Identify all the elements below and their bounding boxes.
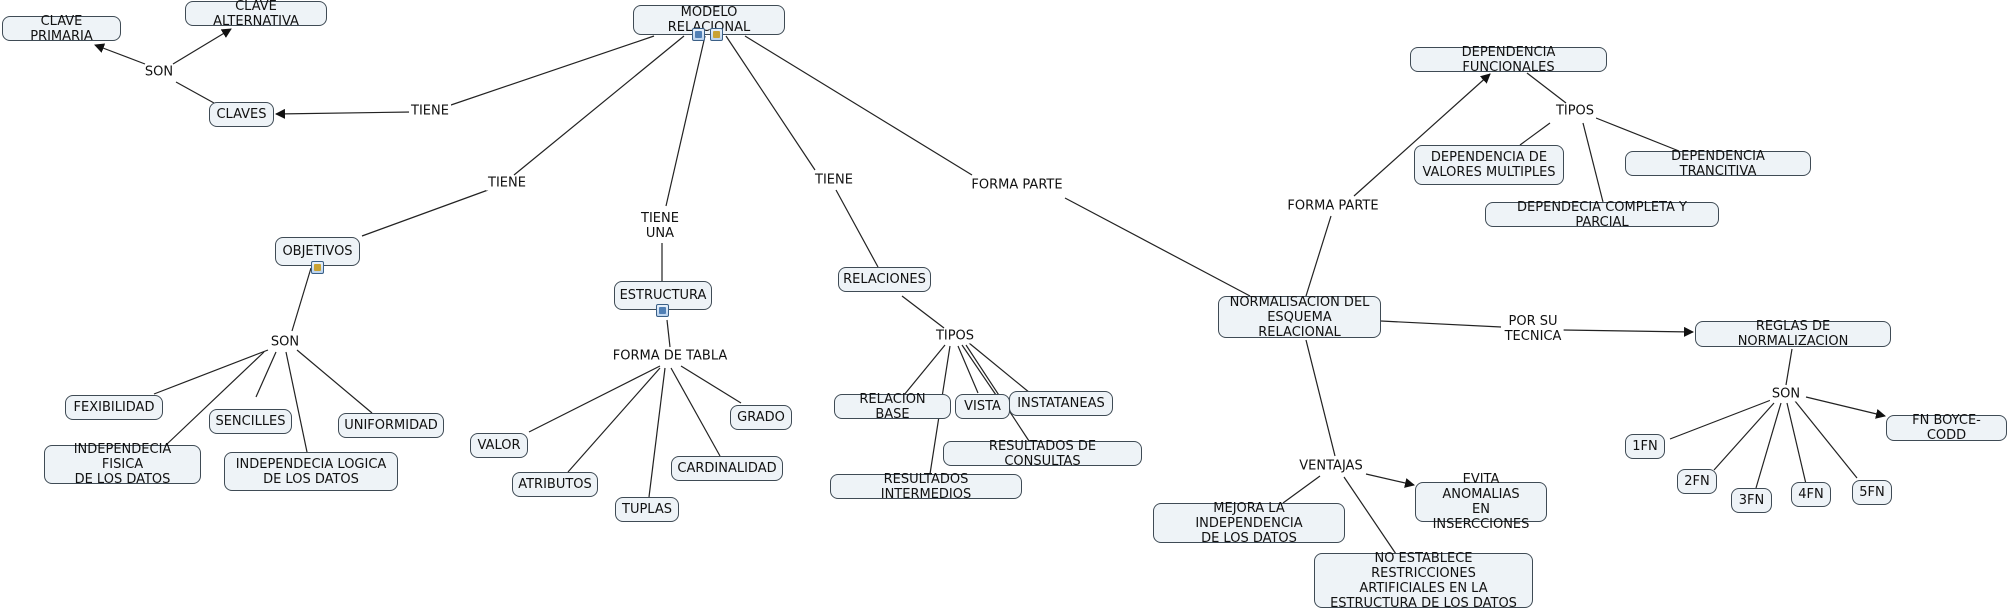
node-normalisacion[interactable]: NORMALISACION DEL ESQUEMA RELACIONAL xyxy=(1218,294,1381,340)
link-label-tipos-dependencia: TIPOS xyxy=(1553,103,1597,119)
link-label-por-su-tecnica: POR SU TECNICA xyxy=(1502,314,1564,344)
node-tuplas-label: TUPLAS xyxy=(622,502,672,517)
image-resource-icon[interactable] xyxy=(656,304,669,317)
node-resultados-consultas-label: RESULTADOS DE CONSULTAS xyxy=(988,438,1097,469)
node-resultados-intermedios[interactable]: RESULTADOS INTERMEDIOS xyxy=(830,471,1022,502)
node-relacion-base-label: RELACION BASE xyxy=(859,391,926,422)
link-label-forma-parte-2: FORMA PARTE xyxy=(1285,198,1381,214)
node-dependencia-trancitiva[interactable]: DEPENDENCIA TRANCITIVA xyxy=(1625,148,1811,179)
node-dependencia-completa[interactable]: DEPENDECIA COMPLETA Y PARCIAL xyxy=(1485,199,1719,230)
node-dependencia-multiples-label: DEPENDENCIA DE VALORES MULTIPLES xyxy=(1422,150,1556,180)
node-1fn-label: 1FN xyxy=(1632,439,1658,454)
node-instataneas-label: INSTATANEAS xyxy=(1017,396,1105,411)
node-resultados-consultas[interactable]: RESULTADOS DE CONSULTAS xyxy=(943,438,1142,469)
node-fn-boyce-codd[interactable]: FN BOYCE-CODD xyxy=(1886,413,2007,443)
document-resource-icon[interactable] xyxy=(710,28,723,41)
node-4fn-label: 4FN xyxy=(1798,487,1824,502)
link-label-tiene-relaciones: TIENE xyxy=(813,172,855,188)
node-5fn-label: 5FN xyxy=(1859,485,1885,500)
node-claves-label: CLAVES xyxy=(216,107,267,122)
node-dependencia-funcionales-label: DEPENDENCIA FUNCIONALES xyxy=(1461,44,1556,75)
link-label-ventajas: VENTAJAS xyxy=(1297,458,1365,474)
link-label-son-objetivos: SON xyxy=(268,334,302,350)
node-valor[interactable]: VALOR xyxy=(470,433,528,458)
node-dependencia-funcionales[interactable]: DEPENDENCIA FUNCIONALES xyxy=(1410,44,1607,75)
node-sencilles-label: SENCILLES xyxy=(215,414,286,429)
link-label-son-claves: SON xyxy=(142,64,176,80)
node-no-restricciones[interactable]: NO ESTABLECE RESTRICCIONES ARTIFICIALES … xyxy=(1314,550,1533,611)
node-sencilles[interactable]: SENCILLES xyxy=(209,409,292,434)
node-4fn[interactable]: 4FN xyxy=(1791,482,1831,507)
node-instataneas[interactable]: INSTATANEAS xyxy=(1009,391,1113,416)
node-vista-label: VISTA xyxy=(964,399,1001,414)
node-atributos-label: ATRIBUTOS xyxy=(518,477,592,492)
node-resultados-intermedios-label: RESULTADOS INTERMEDIOS xyxy=(880,471,972,502)
node-modelo-relacional-label: MODELO RELACIONAL xyxy=(667,5,751,35)
node-normalisacion-label: NORMALISACION DEL ESQUEMA RELACIONAL xyxy=(1229,294,1370,340)
node-uniformidad[interactable]: UNIFORMIDAD xyxy=(338,413,444,438)
image-resource-icon[interactable] xyxy=(692,28,705,41)
node-dependencia-trancitiva-label: DEPENDENCIA TRANCITIVA xyxy=(1671,148,1765,179)
node-fn-boyce-codd-label: FN BOYCE-CODD xyxy=(1912,413,1981,443)
node-2fn-label: 2FN xyxy=(1684,474,1710,489)
link-label-tiene-claves: TIENE xyxy=(409,103,451,119)
node-cardinalidad[interactable]: CARDINALIDAD xyxy=(671,456,783,481)
node-relaciones[interactable]: RELACIONES xyxy=(838,267,931,292)
node-independencia-logica-label: INDEPENDECIA LOGICA DE LOS DATOS xyxy=(235,456,387,487)
node-uniformidad-label: UNIFORMIDAD xyxy=(344,418,438,433)
node-5fn[interactable]: 5FN xyxy=(1852,480,1892,505)
node-fexibilidad[interactable]: FEXIBILIDAD xyxy=(65,395,163,420)
node-grado-label: GRADO xyxy=(737,410,785,425)
node-clave-alternativa-label: CLAVE ALTERNATIVA xyxy=(213,0,299,29)
node-1fn[interactable]: 1FN xyxy=(1625,434,1665,459)
node-estructura-label: ESTRUCTURA xyxy=(619,288,707,303)
node-reglas-normalizacion-label: REGLAS DE NORMALIZACION xyxy=(1737,319,1849,349)
node-independencia-fisica-label: INDEPENDECIA FISICA DE LOS DATOS xyxy=(73,442,172,487)
node-mejora-independencia[interactable]: MEJORA LA INDEPENDENCIA DE LOS DATOS xyxy=(1153,500,1345,546)
node-modelo-relacional[interactable]: MODELO RELACIONAL xyxy=(633,5,785,35)
node-relaciones-label: RELACIONES xyxy=(843,272,926,287)
node-dependencia-completa-label: DEPENDECIA COMPLETA Y PARCIAL xyxy=(1517,199,1687,230)
node-clave-primaria-label: CLAVE PRIMARIA xyxy=(30,13,93,44)
node-independencia-logica[interactable]: INDEPENDECIA LOGICA DE LOS DATOS xyxy=(224,452,398,491)
node-tuplas[interactable]: TUPLAS xyxy=(615,497,679,522)
node-dependencia-multiples[interactable]: DEPENDENCIA DE VALORES MULTIPLES xyxy=(1414,145,1564,185)
node-relacion-base[interactable]: RELACION BASE xyxy=(834,391,951,422)
link-label-tiene-una: TIENE UNA xyxy=(639,211,681,241)
link-label-forma-parte-1: FORMA PARTE xyxy=(969,177,1065,193)
node-evita-anomalias-label: EVITA ANOMALIAS EN INSERCCIONES xyxy=(1432,472,1530,532)
node-mejora-independencia-label: MEJORA LA INDEPENDENCIA DE LOS DATOS xyxy=(1195,500,1303,546)
link-label-son-fn: SON xyxy=(1769,386,1803,402)
node-reglas-normalizacion[interactable]: REGLAS DE NORMALIZACION xyxy=(1695,319,1891,349)
document-resource-icon[interactable] xyxy=(311,261,324,274)
link-label-tipos-relaciones: TIPOS xyxy=(933,328,977,344)
node-fexibilidad-label: FEXIBILIDAD xyxy=(73,400,155,415)
node-clave-primaria[interactable]: CLAVE PRIMARIA xyxy=(2,13,121,44)
link-label-forma-de-tabla: FORMA DE TABLA xyxy=(610,348,730,364)
node-vista[interactable]: VISTA xyxy=(955,394,1010,419)
node-evita-anomalias[interactable]: EVITA ANOMALIAS EN INSERCCIONES xyxy=(1415,472,1547,532)
link-label-tiene-objetivos: TIENE xyxy=(486,175,528,191)
node-clave-alternativa[interactable]: CLAVE ALTERNATIVA xyxy=(185,0,327,29)
node-cardinalidad-label: CARDINALIDAD xyxy=(677,461,777,476)
node-claves[interactable]: CLAVES xyxy=(209,102,274,127)
node-2fn[interactable]: 2FN xyxy=(1677,469,1717,494)
node-grado[interactable]: GRADO xyxy=(730,405,792,430)
node-3fn[interactable]: 3FN xyxy=(1731,488,1772,513)
node-objetivos-label: OBJETIVOS xyxy=(282,244,353,259)
node-valor-label: VALOR xyxy=(477,438,521,453)
node-atributos[interactable]: ATRIBUTOS xyxy=(512,472,598,497)
node-independencia-fisica[interactable]: INDEPENDECIA FISICA DE LOS DATOS xyxy=(44,442,201,487)
node-3fn-label: 3FN xyxy=(1738,493,1765,508)
node-no-restricciones-label: NO ESTABLECE RESTRICCIONES ARTIFICIALES … xyxy=(1330,550,1517,611)
